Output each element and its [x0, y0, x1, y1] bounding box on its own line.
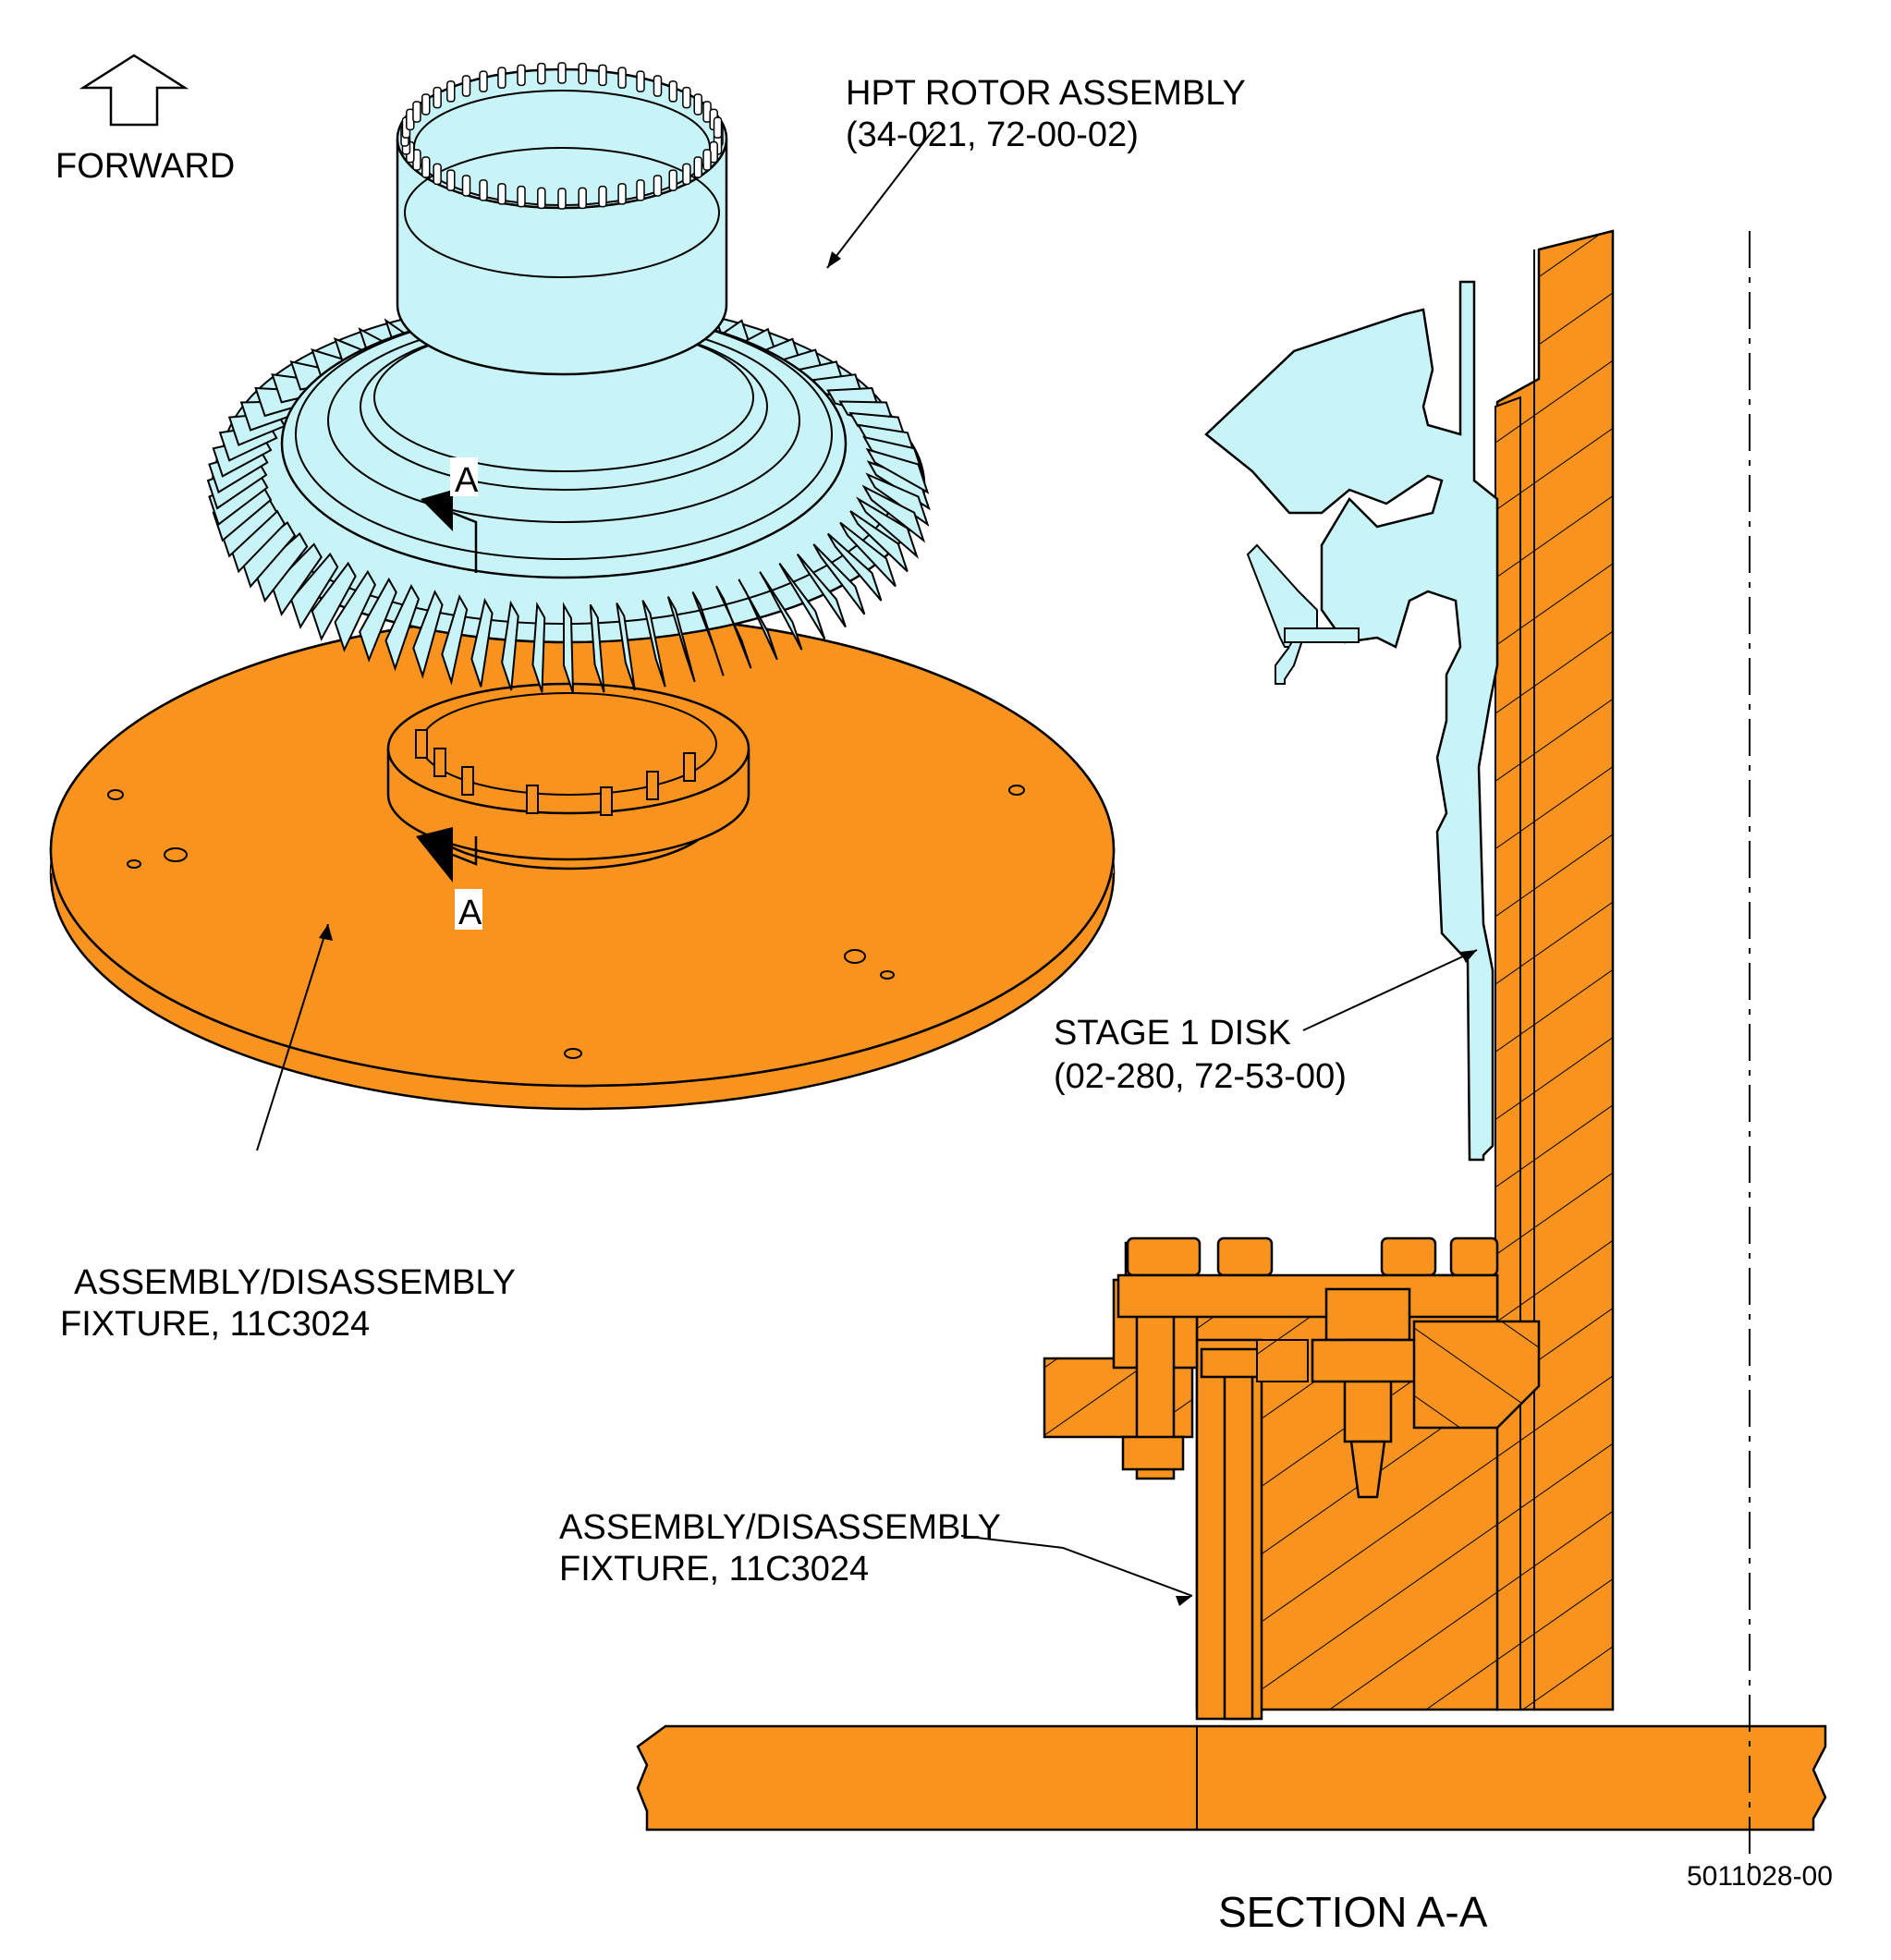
turbine-blade [501, 600, 519, 691]
drum-bolt [668, 80, 677, 103]
drum-bolt [517, 185, 526, 208]
turbine-blade [666, 596, 696, 683]
section-marker-top-label: A [455, 461, 479, 500]
drum-bolt [433, 86, 442, 109]
turbine-blade [441, 594, 469, 686]
drum-bolt [682, 86, 691, 109]
drum-bolt [693, 93, 702, 116]
fixture-top-label-line1: ASSEMBLY/DISASSEMBLY [74, 1263, 516, 1302]
drum-bolt [421, 156, 431, 178]
drum-bolt [517, 64, 526, 87]
drum-bolt [461, 175, 471, 197]
drum-bolt [446, 80, 456, 103]
section-marker-top: A [421, 457, 479, 573]
turbine-blade [531, 602, 546, 693]
drum-bolt [557, 188, 567, 210]
drum-bolt [598, 185, 607, 208]
turbine-blade [861, 484, 926, 543]
drum-bolt [713, 116, 723, 139]
fixture-bottom-label-line1: ASSEMBLY/DISASSEMBLY [559, 1508, 1001, 1547]
hpt-rotor-label-line1: HPT ROTOR ASSEMBLY [846, 74, 1246, 113]
forward-label: FORWARD [55, 147, 235, 186]
drum-bolt [497, 67, 506, 89]
rotor-drum [396, 62, 728, 376]
leader-lines [256, 128, 1478, 1597]
turbine-blade [778, 563, 826, 639]
turbine-blade [359, 577, 397, 663]
drum-bolt [479, 70, 488, 92]
drum-bolt [702, 149, 712, 171]
turbine-blade [738, 578, 778, 661]
section-title: SECTION A-A [1218, 1888, 1488, 1936]
drum-bolt [433, 163, 442, 186]
figure-number: 5011028-00 [1687, 1861, 1833, 1892]
drum-bolt [693, 156, 702, 178]
drum-bolt [537, 187, 546, 210]
turbine-blade [856, 496, 919, 559]
turbine-blade [849, 510, 909, 573]
turbine-blade [412, 590, 444, 679]
stage1-disk-label-line2: (02-280, 72-53-00) [1054, 1057, 1347, 1096]
drum-bolt [653, 75, 663, 97]
turbine-blade [796, 553, 847, 628]
turbine-blade [839, 521, 897, 588]
turbine-blade [589, 603, 605, 693]
turbine-blade [865, 447, 930, 494]
drum-bolt [421, 93, 431, 116]
drum-bolt [446, 169, 456, 191]
drum-bolt [578, 187, 587, 210]
turbine-blade [641, 600, 666, 688]
turbine-blade [384, 584, 421, 672]
turbine-blade [563, 602, 574, 694]
turbine-blade [311, 561, 357, 641]
turbine-blade [759, 571, 803, 651]
section-view [636, 229, 1827, 1876]
drum-bolt [668, 169, 677, 191]
drum-bolt [497, 183, 506, 205]
drum-bolt [636, 179, 645, 201]
drum-bolt [617, 67, 627, 89]
section-marker-bottom: A [416, 827, 482, 932]
drum-bolt [578, 62, 587, 85]
leader-arrows [319, 251, 1477, 1606]
fixture-plate [49, 613, 1116, 1111]
drum-bolt [653, 175, 663, 197]
turbine-blade [289, 552, 339, 629]
turbine-blade [470, 597, 494, 688]
drum-bolt [461, 75, 471, 97]
drum-bolt [636, 70, 645, 92]
turbine-blade [616, 603, 636, 691]
drum-bolt [479, 179, 488, 201]
stage1-disk-label-line1: STAGE 1 DISK [1054, 1014, 1291, 1053]
turbine-blade [715, 585, 752, 669]
drum-bolt [412, 101, 421, 123]
drum-bolt [617, 183, 627, 205]
hpt-rotor-label-line2: (34-021, 72-00-02) [846, 116, 1139, 154]
drum-bolt [682, 163, 691, 186]
turbine-blade [826, 532, 883, 602]
section-marker-bottom-label: A [458, 894, 482, 932]
drum-bolt [598, 64, 607, 87]
fixture-top-label-line2: FIXTURE, 11C3024 [60, 1305, 370, 1344]
turbine-blade [334, 569, 377, 652]
fixture-bottom-label-line2: FIXTURE, 11C3024 [559, 1550, 869, 1589]
drum-bolt [537, 62, 546, 85]
forward-arrow-icon [79, 54, 189, 127]
drum-bolt [557, 62, 567, 84]
turbine-blade [812, 543, 866, 615]
